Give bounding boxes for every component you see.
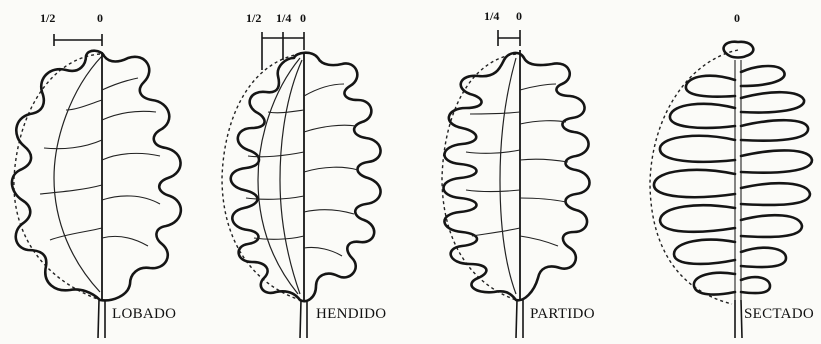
petiole-partido xyxy=(516,300,523,338)
veins-partido xyxy=(466,84,568,246)
scale-label-zero: 0 xyxy=(97,11,103,25)
scale-label-zero: 0 xyxy=(734,11,740,25)
leaf-envelope-sectado xyxy=(650,50,738,304)
terminal-segment-sectado xyxy=(724,42,754,58)
depth-line-hendido-quarter xyxy=(280,60,302,294)
scale-label-quarter: 1/4 xyxy=(484,9,499,23)
depth-line-hendido-half xyxy=(258,58,300,294)
petiole-hendido xyxy=(300,300,307,338)
leaf-partido: 1/4 0 PARTIDO xyxy=(442,9,595,338)
scale-label-half: 1/2 xyxy=(246,11,261,25)
leaf-envelope-partido xyxy=(442,54,516,300)
leaf-envelope-lobado xyxy=(14,54,100,300)
leaf-name-lobado: LOBADO xyxy=(112,306,176,322)
leaf-sectado: 0 SECTADO xyxy=(650,11,814,338)
veins-lobado xyxy=(40,78,160,246)
leaf-outline-hendido xyxy=(231,53,381,302)
segments-right-sectado xyxy=(741,66,812,293)
leaf-name-hendido: HENDIDO xyxy=(316,306,386,322)
leaf-outline-lobado xyxy=(12,51,181,301)
depth-line-partido xyxy=(500,58,516,294)
segments-left-sectado xyxy=(654,76,735,295)
leaf-hendido: 1/2 1/4 0 HENDIDO xyxy=(222,11,386,338)
leaf-lobado: 1/2 0 LOBADO xyxy=(12,11,181,338)
leaf-outline-partido xyxy=(444,53,590,300)
depth-line-lobado xyxy=(54,56,102,292)
veins-hendido xyxy=(246,84,358,256)
leaf-name-partido: PARTIDO xyxy=(530,306,595,322)
scale-bracket-lobado: 1/2 0 xyxy=(40,11,103,46)
petiole-lobado xyxy=(98,300,105,338)
petiole-sectado xyxy=(735,300,742,338)
scale-label-half: 1/2 xyxy=(40,11,55,25)
leaf-name-sectado: SECTADO xyxy=(744,306,814,322)
scale-label-zero: 0 xyxy=(300,11,306,25)
scale-bracket-partido: 1/4 0 xyxy=(484,9,522,46)
scale-label-zero: 0 xyxy=(516,9,522,23)
scale-label-quarter: 1/4 xyxy=(276,11,291,25)
